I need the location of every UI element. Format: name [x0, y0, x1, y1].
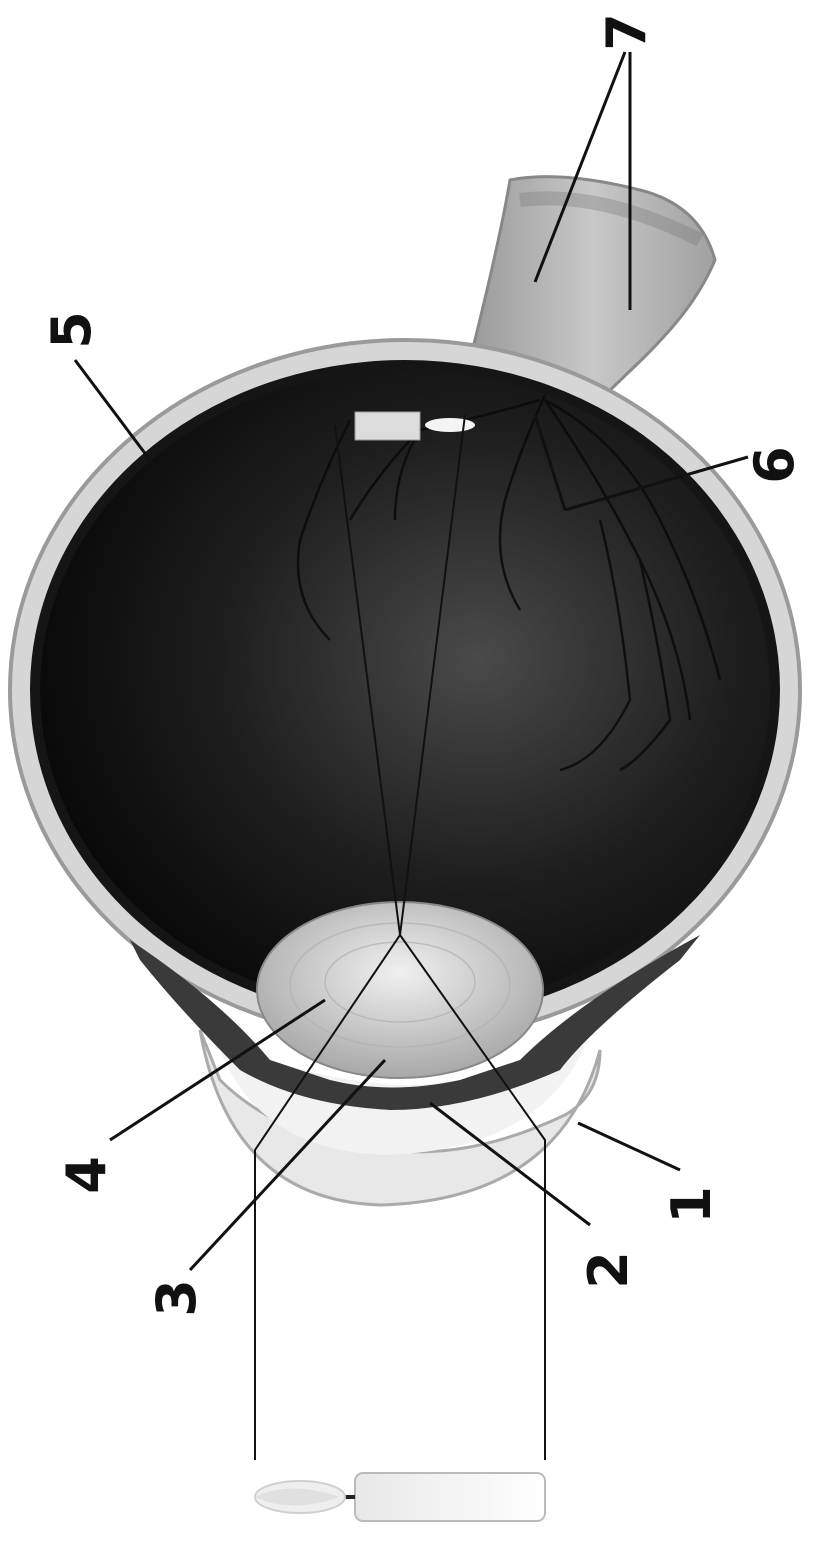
label-4: 4: [60, 1145, 120, 1205]
label-1: 1: [665, 1175, 725, 1235]
label-2: 2: [582, 1240, 642, 1300]
label-7: 7: [600, 2, 660, 62]
candle-illustration: [255, 1473, 545, 1521]
label-6: 6: [748, 435, 808, 495]
label-5: 5: [45, 300, 105, 360]
label-3: 3: [150, 1268, 210, 1328]
